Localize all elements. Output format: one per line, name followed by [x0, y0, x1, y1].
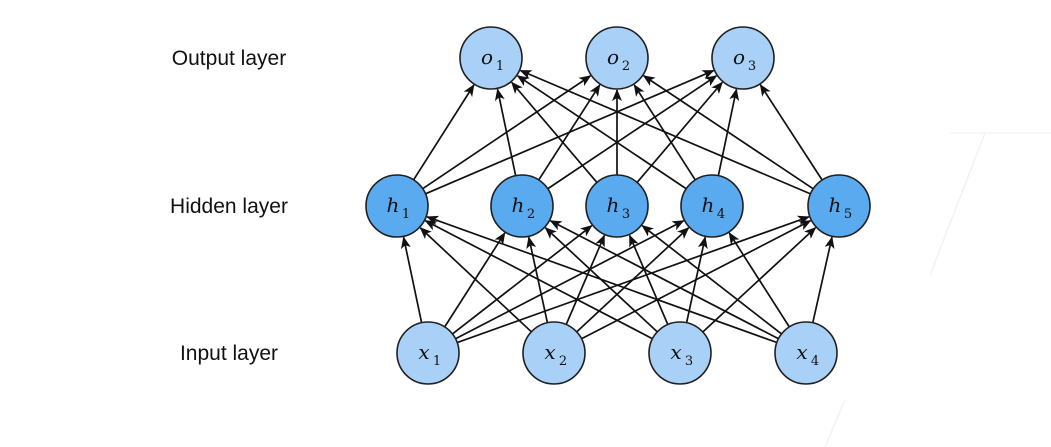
edge-hidden3-to-output1: [511, 81, 598, 183]
edge-hidden2-to-output3: [547, 75, 718, 190]
node-variable: x: [544, 340, 555, 364]
node-variable: x: [670, 340, 681, 364]
layer-label-input: Input layer: [180, 342, 278, 365]
node-variable: o: [733, 45, 745, 69]
edge-input4-to-hidden3: [641, 224, 783, 335]
node-variable: h: [512, 193, 525, 217]
node-variable: x: [418, 340, 429, 364]
node-variable: x: [796, 340, 807, 364]
node-subscript: 3: [748, 59, 756, 74]
node-variable: o: [607, 45, 619, 69]
edge-input2-to-hidden1: [419, 227, 532, 333]
node-subscript: 3: [622, 207, 630, 222]
node-subscript: 4: [717, 207, 725, 222]
node-variable: o: [481, 45, 493, 69]
layer-label-hidden: Hidden layer: [170, 195, 288, 218]
node-variable: h: [702, 193, 715, 217]
background-decoration: [824, 132, 1051, 447]
edge-hidden5-to-output1: [519, 69, 811, 195]
node-subscript: 1: [402, 207, 410, 222]
edge-input1-to-hidden1: [400, 236, 423, 323]
edge-input4-to-hidden5: [811, 236, 835, 323]
node-subscript: 5: [844, 207, 852, 222]
edge-hidden5-to-output3: [759, 84, 823, 181]
edge-input3-to-hidden1: [424, 219, 653, 340]
node-circle: [459, 26, 523, 90]
node-circle: [648, 321, 712, 385]
edge-input2-to-hidden3: [565, 234, 606, 325]
edge-input4-to-hidden4: [728, 232, 791, 328]
node-subscript: 1: [433, 354, 441, 369]
edge-hidden4-to-output1: [516, 75, 687, 190]
node-circle: [807, 174, 871, 238]
edge-input1-to-hidden3: [451, 224, 593, 335]
node-subscript: 2: [622, 59, 630, 74]
node-subscript: 3: [685, 354, 693, 369]
node-circle: [522, 321, 586, 385]
node-variable: h: [607, 193, 620, 217]
edge-hidden2-to-output1: [494, 88, 517, 176]
node-circle: [774, 321, 838, 385]
edge-input3-to-hidden3: [628, 234, 669, 325]
node-subscript: 2: [559, 354, 567, 369]
node-circle: [396, 321, 460, 385]
node-subscript: 2: [527, 207, 535, 222]
connection-edges: [400, 69, 835, 344]
edge-input4-to-hidden1: [426, 215, 778, 344]
layer-label-output: Output layer: [172, 47, 286, 70]
node-circle: [365, 174, 429, 238]
edge-hidden1-to-output1: [412, 84, 475, 181]
edge-input3-to-hidden4: [685, 236, 708, 323]
node-circle: [490, 174, 554, 238]
node-variable: h: [829, 193, 842, 217]
edge-hidden5-to-output2: [642, 75, 814, 190]
edge-hidden2-to-output2: [538, 84, 601, 181]
node-circle: [585, 174, 649, 238]
node-circle: [711, 26, 775, 90]
node-circle: [680, 174, 744, 238]
edge-input2-to-hidden4: [576, 227, 690, 333]
node-subscript: 1: [496, 59, 504, 74]
edge-input1-to-hidden4: [455, 219, 685, 340]
node-subscript: 4: [811, 354, 819, 369]
edge-input4-to-hidden2: [549, 219, 779, 340]
node-circle: [585, 26, 649, 90]
node-variable: h: [387, 193, 400, 217]
